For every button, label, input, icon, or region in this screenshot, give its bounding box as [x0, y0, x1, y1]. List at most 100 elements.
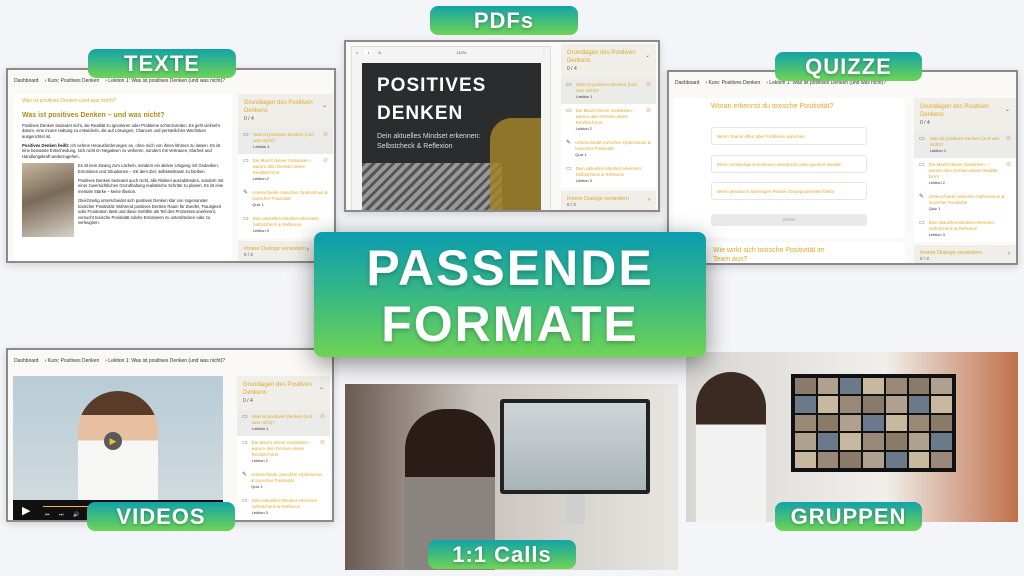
pdf-panel: ⌕ 1 8 110% ⋮ POSITIVES DENKEN Dein aktue… — [344, 40, 660, 212]
chevron-right-icon[interactable]: › — [648, 197, 650, 203]
book-icon: ▭ — [242, 498, 248, 504]
lesson-title: Unterschiede zwischen Optimismus & toxis… — [575, 140, 651, 151]
quiz-question: Woran erkennst du toxische Positivität? — [711, 103, 834, 110]
building-image — [362, 163, 502, 210]
book-icon: ▭ — [242, 414, 248, 420]
lesson-sub: Quiz 1 — [251, 484, 263, 489]
texte-panel: Dashboard› Kurs: Positives Denken› Lekti… — [6, 68, 336, 263]
search-icon[interactable]: ⌕ — [356, 50, 359, 55]
chevron-down-icon[interactable]: ⌄ — [321, 103, 327, 109]
lesson-item[interactable]: ▭Die Macht deiner Gedanken – warum dein … — [914, 158, 1016, 190]
video-player[interactable]: ▶ ▶ ⏮ ⏭ 🔊 — [13, 376, 223, 520]
breadcrumb-dashboard[interactable]: Dashboard — [14, 358, 39, 364]
chevron-down-icon[interactable]: ⌄ — [318, 385, 324, 391]
pdf-viewer: ⌕ 1 8 110% ⋮ POSITIVES DENKEN Dein aktue… — [351, 46, 551, 210]
page-input[interactable]: 1 — [364, 50, 373, 55]
skip-back-icon[interactable]: ⏮ — [45, 512, 50, 518]
lesson-sub: Lektion 1 — [252, 426, 269, 431]
participant-tile — [840, 451, 862, 468]
status-icon: ⊘ — [322, 158, 328, 164]
woman-photo — [22, 163, 74, 238]
pdf-page: POSITIVES DENKEN Dein aktuelles Mindset … — [362, 63, 541, 210]
lesson-sub: Lektion 2 — [252, 176, 269, 181]
more-icon[interactable]: ⋮ — [542, 50, 546, 55]
paragraph: Gleichzeitig unterscheidet sich positive… — [78, 198, 221, 225]
lesson-item[interactable]: ✎Unterschiede zwischen Optimismus & toxi… — [914, 190, 1016, 216]
quiz-option[interactable]: Wenn jemand in stressigen Phasen lösungs… — [711, 182, 867, 200]
lesson-item[interactable]: ▭Was ist positives Denken (und was nicht… — [238, 128, 333, 154]
zoom-level[interactable]: 110% — [456, 50, 467, 55]
lesson-sub: Lektion 3 — [928, 232, 945, 237]
video-panel: Dashboard› Kurs: Positives Denken› Lekti… — [6, 348, 334, 522]
lesson-item[interactable]: ✎Unterschiede zwischen Optimismus & toxi… — [561, 136, 656, 162]
pencil-icon: ✎ — [243, 190, 249, 196]
module-title: Grundlagen des Positiven Denkens — [243, 382, 312, 396]
pencil-icon: ✎ — [242, 472, 248, 478]
lesson-sub: Quiz 1 — [575, 152, 587, 157]
lesson-title: Unterschiede zwischen Optimismus & toxis… — [252, 190, 328, 201]
breadcrumb-course[interactable]: Kurs: Positives Denken — [47, 78, 100, 84]
breadcrumb-dashboard[interactable]: Dashboard — [675, 80, 700, 86]
lesson-item[interactable]: ▭Dein aktuelles Mindset erkennen: Selbst… — [914, 216, 1016, 242]
quiz-question-2: Wie wirkt sich toxische Positivität im T… — [713, 247, 825, 263]
lesson-item[interactable]: ▭Die Macht deiner Gedanken – warum dein … — [237, 436, 330, 468]
book-icon: ▭ — [243, 132, 249, 138]
lesson-item[interactable]: ▭Was ist positives Denken (und was nicht… — [914, 132, 1016, 158]
lesson-item[interactable]: ▭Was ist positives Denken (und was nicht… — [561, 78, 656, 104]
lesson-item[interactable]: ▭Die Macht deiner Gedanken – warum dein … — [561, 104, 656, 136]
quiz-option[interactable]: Wenn Teams offen über Probleme sprechen — [711, 127, 867, 145]
chevron-down-icon[interactable]: ⌄ — [1004, 107, 1010, 113]
lesson-item[interactable]: ▭Was ist positives Denken (und was nicht… — [237, 410, 330, 436]
breadcrumb-course[interactable]: Kurs: Positives Denken — [47, 358, 100, 364]
module-progress: 0 / 4 — [920, 120, 930, 126]
lesson-title: Die Macht deiner Gedanken – warum dein D… — [251, 440, 312, 457]
label-pdfs: PDFs — [430, 6, 578, 35]
participant-tile — [840, 433, 862, 450]
lesson-item[interactable]: ✎Unterschiede zwischen Optimismus & toxi… — [237, 468, 330, 494]
participant-tile — [908, 396, 930, 413]
volume-icon[interactable]: 🔊 — [73, 512, 80, 518]
quiz-option[interactable]: Wenn schwierige Emotionen unterdrückt od… — [711, 155, 867, 173]
participant-tile — [817, 414, 839, 432]
participant-tile — [817, 451, 839, 468]
section-progress: 0 / 3 — [244, 252, 253, 257]
pdf-subtitle: Dein aktuelles Mindset erkennen: — [377, 133, 481, 140]
breadcrumb-lesson: Lektion 1: Was ist positives Denken (und… — [108, 78, 226, 84]
book-icon: ▭ — [919, 162, 925, 168]
one-on-one-call-photo — [345, 384, 678, 570]
skip-forward-icon[interactable]: ⏭ — [59, 512, 64, 518]
quiz-card: Woran erkennst du toxische Positivität? … — [673, 98, 905, 238]
play-overlay-icon[interactable]: ▶ — [104, 432, 122, 450]
lesson-item[interactable]: ▭Die Macht deiner Gedanken – warum dein … — [238, 154, 333, 186]
lesson-sub: Lektion 2 — [251, 458, 268, 463]
lesson-item[interactable]: ▭Dein aktuelles Mindset erkennen: Selbst… — [561, 162, 656, 188]
participant-tile — [885, 414, 907, 432]
lesson-sub: Lektion 1 — [929, 148, 947, 153]
chevron-down-icon[interactable]: ⌄ — [644, 53, 650, 59]
participant-tile — [908, 451, 930, 468]
breadcrumb-dashboard[interactable]: Dashboard — [14, 78, 39, 84]
next-button[interactable]: Weiter — [711, 214, 867, 226]
participant-tile — [840, 396, 862, 413]
lesson-item[interactable]: ▭Dein aktuelles Mindset erkennen: Selbst… — [237, 494, 330, 520]
chevron-right-icon[interactable]: › — [307, 247, 309, 253]
breadcrumb-lesson: Lektion 1: Was ist positives Denken (und… — [769, 80, 887, 86]
participant-tile — [908, 414, 930, 432]
participant-tile — [863, 414, 884, 432]
lesson-item[interactable]: ✎Unterschiede zwischen Optimismus & toxi… — [238, 186, 333, 212]
play-icon[interactable]: ▶ — [22, 505, 31, 517]
chevron-right-icon[interactable]: › — [1008, 251, 1010, 257]
lesson-title: Unterschiede zwischen Optimismus & toxis… — [251, 472, 323, 483]
breadcrumb-course[interactable]: Kurs: Positives Denken — [708, 80, 761, 86]
status-icon: ⊘ — [645, 108, 651, 114]
